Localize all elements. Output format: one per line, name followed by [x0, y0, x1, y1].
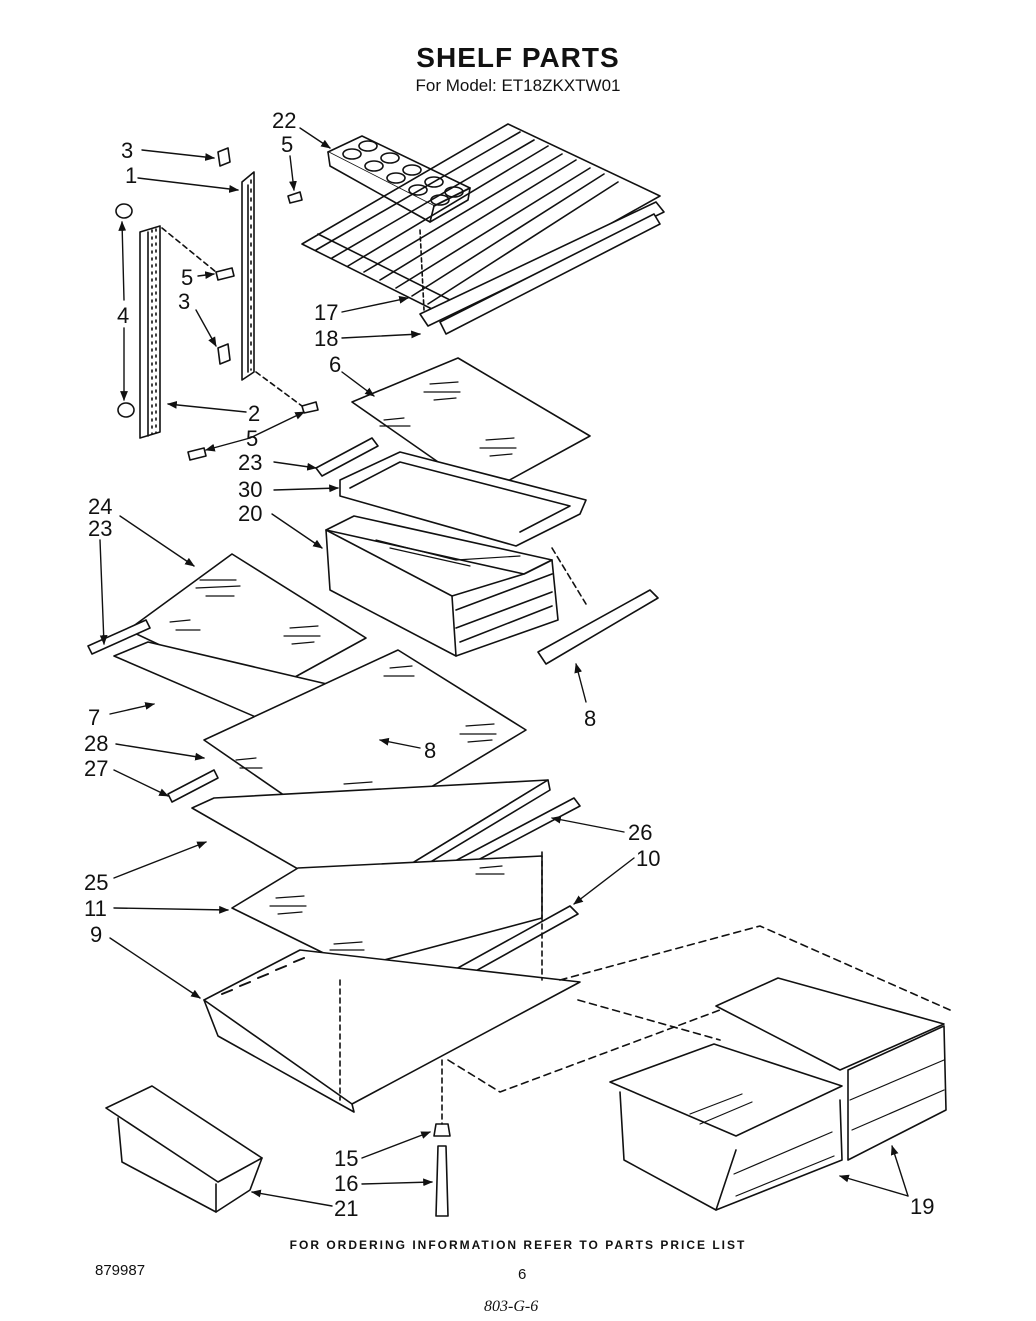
part-3-bracket-lower	[218, 344, 230, 364]
part-20-crisper-drawer	[326, 516, 586, 656]
callout-18: 18	[314, 326, 339, 351]
part-4-end-cap-top	[116, 204, 132, 218]
part-27-shelf-retainer	[168, 770, 218, 802]
callout-3-top: 3	[121, 138, 134, 163]
leader-lines	[100, 128, 908, 1206]
part-22-ice-cube-tray	[328, 136, 470, 222]
callout-10: 10	[636, 846, 661, 871]
part-2-shelf-ladder-left	[140, 226, 160, 438]
callout-19: 19	[910, 1194, 935, 1219]
callout-8-right: 8	[584, 706, 597, 731]
callout-22: 22	[272, 108, 297, 133]
callout-9: 9	[90, 922, 103, 947]
callout-21: 21	[334, 1196, 359, 1221]
callout-5-mid: 5	[181, 265, 194, 290]
document-number: 879987	[95, 1262, 146, 1279]
page-number: 6	[518, 1266, 527, 1283]
callout-16: 16	[334, 1171, 359, 1196]
part-1-shelf-ladder-right	[242, 172, 254, 380]
part-21-storage-tray	[106, 1086, 262, 1212]
callout-11: 11	[84, 896, 107, 921]
part-30-crisper-cover-frame	[340, 452, 586, 546]
callout-28: 28	[84, 731, 109, 756]
ordering-note: FOR ORDERING INFORMATION REFER TO PARTS …	[289, 1238, 747, 1252]
callout-26: 26	[628, 820, 653, 845]
part-23-shelf-retainer-lower	[88, 620, 150, 654]
part-18-shelf-trim	[420, 202, 664, 334]
callout-30: 30	[238, 477, 263, 502]
callout-3-mid: 3	[178, 289, 191, 314]
part-19-crisper-drawers	[610, 978, 946, 1210]
part-3-bracket-top	[218, 148, 230, 166]
part-17-wire-shelf	[302, 124, 660, 316]
assembly-guide-lines	[448, 926, 950, 1092]
handwritten-note: 803-G-6	[484, 1298, 539, 1315]
part-23-shelf-retainer-upper	[316, 438, 378, 476]
model-subtitle: For Model: ET18ZKXTW01	[415, 76, 621, 95]
part-9-drawer-support-frame	[204, 852, 580, 1112]
callout-4: 4	[117, 303, 130, 328]
callout-24: 24	[88, 494, 113, 519]
callout-20: 20	[238, 501, 263, 526]
callout-27: 27	[84, 756, 109, 781]
part-5-screws	[162, 192, 318, 460]
callout-23-lower: 23	[88, 516, 113, 541]
callout-1: 1	[125, 163, 138, 188]
callout-17: 17	[314, 300, 339, 325]
callout-25: 25	[84, 870, 109, 895]
callout-23-upper: 23	[238, 450, 263, 475]
part-15-adjuster-cap	[434, 1124, 450, 1136]
callout-7: 7	[88, 705, 101, 730]
callout-5-top: 5	[281, 132, 294, 157]
callout-6: 6	[329, 352, 342, 377]
part-8-shelf-trim-right	[538, 590, 658, 664]
callout-5-bottom: 5	[246, 426, 259, 451]
callout-8-mid: 8	[424, 738, 437, 763]
callout-15: 15	[334, 1146, 359, 1171]
page-title: SHELF PARTS	[416, 42, 620, 73]
part-16-adjuster-rod	[436, 1060, 448, 1216]
callout-2: 2	[248, 401, 261, 426]
part-4-end-cap-bottom	[118, 403, 134, 417]
